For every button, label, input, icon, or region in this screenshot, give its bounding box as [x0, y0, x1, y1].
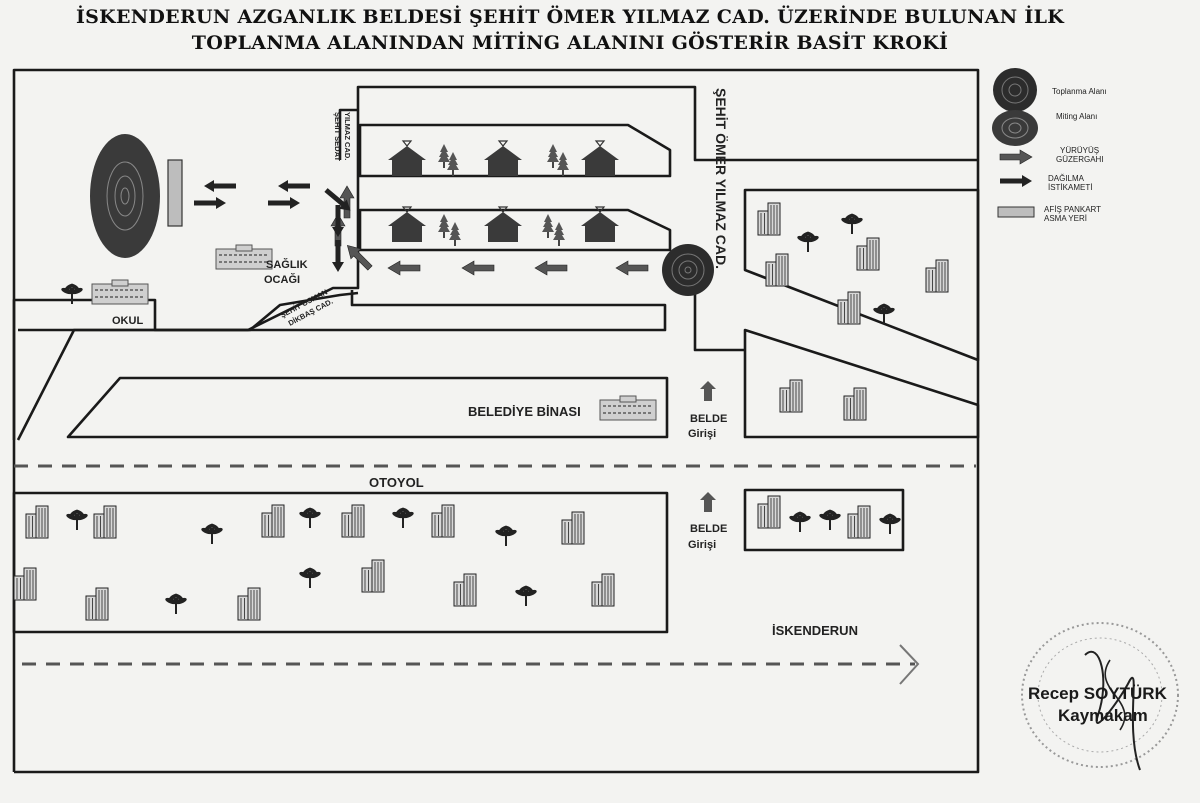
legend-meeting-icon — [992, 110, 1038, 146]
main-street-label: ŞEHİT ÖMER YILMAZ CAD. — [713, 88, 729, 269]
civic-buildings — [91, 244, 657, 421]
legend-dispersal-label-2: İSTİKAMETİ — [1048, 183, 1093, 192]
legend-walking-label-1: YÜRÜYÜŞ — [1060, 146, 1100, 155]
town-entrance-label-1a: BELDE — [690, 413, 727, 425]
signature-title: Kaymakam — [1058, 706, 1148, 725]
legend-gathering-label: Toplanma Alanı — [1052, 87, 1107, 96]
banner-post-icon — [167, 159, 183, 227]
sedat-street-label-1: ŞEHİT SEDAT — [333, 112, 342, 161]
municipality-label: BELEDİYE BİNASI — [468, 404, 581, 419]
town-entrance-label-1b: Girişi — [688, 428, 716, 440]
iskenderun-label: İSKENDERUN — [772, 623, 858, 638]
highway-label: OTOYOL — [369, 475, 424, 490]
school-label: OKUL — [112, 315, 143, 327]
meeting-area-marker — [90, 134, 160, 258]
legend-walking-label-2: GÜZERGAHI — [1056, 155, 1104, 164]
map-title-line-1: İSKENDERUN AZGANLIK BELDESİ ŞEHİT ÖMER Y… — [75, 6, 1065, 28]
legend-walking-arrow-icon — [999, 149, 1033, 165]
sedat-street-label-2: YILMAZ CAD. — [343, 112, 352, 160]
legend-symbols — [992, 68, 1038, 218]
health-center-label-2: OCAĞI — [264, 273, 300, 286]
gathering-area-marker — [662, 244, 714, 296]
legend-banner-icon — [997, 206, 1035, 218]
town-entrance-label-2b: Girişi — [688, 539, 716, 551]
legend-banner-label-1: AFİŞ PANKART — [1044, 205, 1102, 214]
legend-banner-label-2: ASMA YERİ — [1044, 214, 1087, 223]
town-entrance-label-2a: BELDE — [690, 523, 727, 535]
tents-group — [387, 140, 620, 243]
legend-gathering-icon — [993, 68, 1037, 112]
entrance-arrows — [700, 381, 716, 512]
official-stamp-and-signature — [1021, 622, 1179, 771]
iskenderun-direction-arrow — [899, 644, 920, 685]
signature-name: Recep SOYTÜRK — [1028, 684, 1167, 703]
legend-dispersal-arrow-icon — [1000, 175, 1032, 187]
map-title-line-2: TOPLANMA ALANINDAN MİTİNG ALANINI GÖSTER… — [191, 32, 949, 54]
legend-dispersal-label-1: DAĞILMA — [1048, 174, 1085, 183]
legend-meeting-label: Miting Alanı — [1056, 112, 1098, 121]
health-center-label-1: SAĞLIK — [266, 258, 308, 271]
